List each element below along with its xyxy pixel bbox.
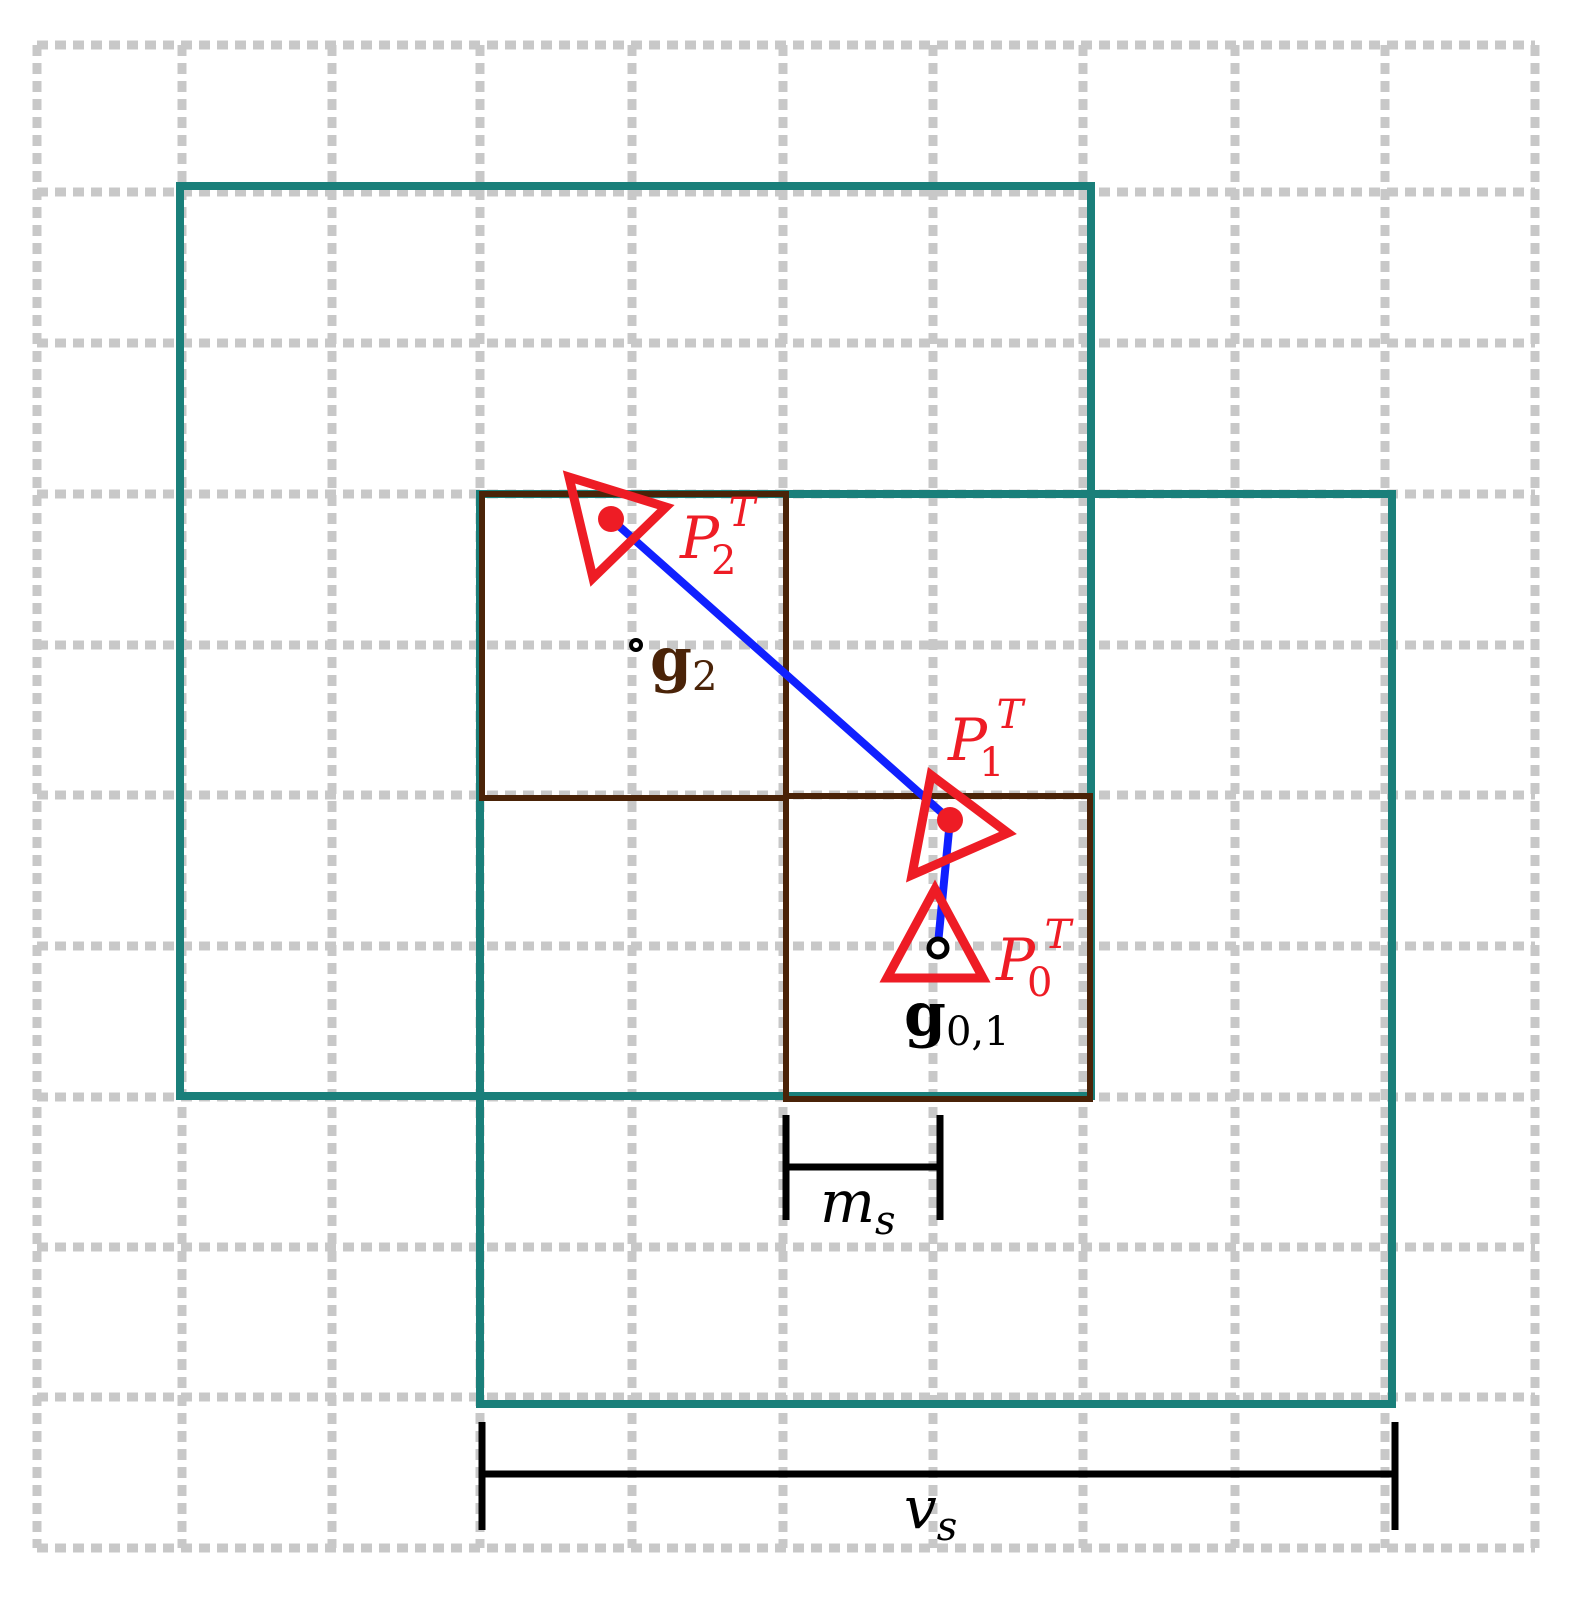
inner-cell-box-lower bbox=[783, 793, 1093, 1102]
label-g2: g2 bbox=[650, 625, 717, 700]
label-g2-sub: 2 bbox=[692, 654, 717, 700]
label-g01: g0,1 bbox=[904, 980, 1010, 1055]
label-ms-base: m bbox=[820, 1168, 875, 1236]
label-g2-base: g bbox=[650, 625, 692, 695]
outer-window-box-lower-right bbox=[476, 490, 1396, 1408]
label-g01-base: g bbox=[904, 980, 946, 1050]
label-g01-sub: 0,1 bbox=[946, 1009, 1010, 1055]
label-p2-sup: T bbox=[728, 490, 758, 536]
pose-triangle-icon-p0 bbox=[879, 879, 991, 983]
pose-point-p1 bbox=[937, 807, 963, 833]
label-p1-sup: T bbox=[996, 692, 1026, 738]
label-vs-base: v bbox=[904, 1474, 937, 1542]
pose-triangle-icon-p2 bbox=[562, 470, 675, 587]
pose-point-p2 bbox=[598, 506, 624, 532]
label-p2-base: P bbox=[679, 504, 720, 572]
label-vs: vs bbox=[904, 1474, 957, 1550]
ms-dimension-marker bbox=[782, 1115, 944, 1220]
grid-point-g2 bbox=[629, 638, 643, 652]
label-vs-sub: s bbox=[937, 1504, 958, 1550]
trajectory-segment-p1-p0 bbox=[934, 816, 954, 948]
label-p1-base: P bbox=[947, 706, 988, 774]
label-ms: ms bbox=[820, 1168, 896, 1244]
label-p2: P2T bbox=[679, 490, 758, 584]
label-p2-sub: 2 bbox=[711, 538, 736, 584]
label-ms-sub: s bbox=[875, 1198, 896, 1244]
label-p1: P1T bbox=[947, 692, 1026, 786]
grid-point-g01 bbox=[926, 936, 950, 960]
vs-dimension-marker bbox=[478, 1422, 1399, 1530]
label-p0-base: P bbox=[995, 926, 1036, 994]
outer-window-box-upper-left bbox=[176, 182, 1095, 1100]
pose-triangle-icon-p1 bbox=[905, 767, 1017, 883]
trajectory-segment-p2-p1 bbox=[607, 515, 954, 824]
label-p0-sub: 0 bbox=[1027, 960, 1052, 1006]
label-p1-sub: 1 bbox=[979, 740, 1004, 786]
label-p0: P0T bbox=[995, 912, 1074, 1006]
label-p0-sup: T bbox=[1044, 912, 1074, 958]
